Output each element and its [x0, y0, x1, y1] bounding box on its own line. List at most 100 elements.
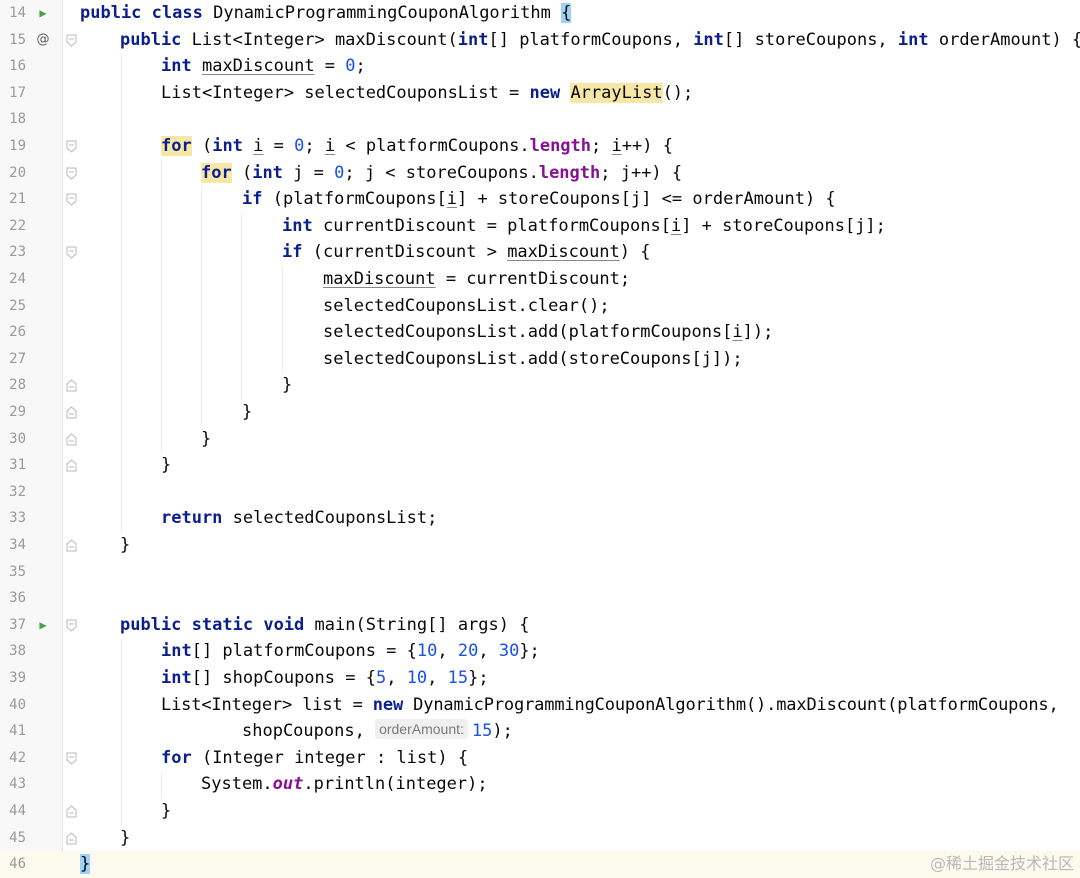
line-number: 41 [9, 723, 26, 740]
code-text: for (Integer integer : list) { [161, 747, 469, 768]
code-line[interactable]: 26 selectedCouponsList.add(platformCoupo… [0, 319, 1080, 346]
line-number: 35 [9, 563, 26, 580]
indent-guide [121, 639, 122, 826]
code-line[interactable]: 17 List<Integer> selectedCouponsList = n… [0, 80, 1080, 107]
fold-open-icon[interactable] [66, 239, 77, 266]
code-text: maxDiscount = currentDiscount; [323, 269, 631, 289]
code-line[interactable]: 33 return selectedCouponsList; [0, 505, 1080, 532]
fold-open-icon[interactable] [66, 745, 77, 772]
fold-close-icon[interactable] [66, 825, 77, 852]
code-line[interactable]: 34 } [0, 532, 1080, 559]
code-text: if (currentDiscount > maxDiscount) { [282, 242, 651, 263]
code-line[interactable]: 24 maxDiscount = currentDiscount; [0, 266, 1080, 293]
code-line[interactable]: 36 [0, 585, 1080, 612]
line-number: 33 [9, 510, 26, 527]
fold-open-icon[interactable] [66, 160, 77, 187]
current-code-line[interactable]: 46 } [0, 851, 1080, 878]
fold-close-icon[interactable] [66, 426, 77, 453]
code-text: } [80, 854, 91, 875]
line-number: 26 [9, 324, 26, 341]
fold-open-icon[interactable] [66, 186, 77, 213]
fold-close-icon[interactable] [66, 452, 77, 479]
line-number: 23 [9, 244, 26, 261]
code-text: int currentDiscount = platformCoupons[i]… [282, 215, 886, 236]
fold-close-icon[interactable] [66, 532, 77, 559]
code-line[interactable]: 29 } [0, 399, 1080, 426]
override-icon[interactable]: @ [36, 31, 50, 47]
line-number: 38 [9, 643, 26, 660]
gutter [0, 0, 62, 878]
code-line[interactable]: 31 } [0, 452, 1080, 479]
code-line[interactable]: 25 selectedCouponsList.clear(); [0, 293, 1080, 320]
fold-close-icon[interactable] [66, 372, 77, 399]
code-line[interactable]: 38 int[] platformCoupons = {10, 20, 30}; [0, 638, 1080, 665]
code-line[interactable]: 35 [0, 559, 1080, 586]
code-text: } [120, 827, 131, 848]
line-number: 17 [9, 84, 26, 101]
indent-guide [161, 160, 162, 453]
code-text: return selectedCouponsList; [161, 508, 438, 529]
line-number: 46 [9, 856, 26, 873]
line-number: 14 [9, 5, 26, 21]
fold-open-icon[interactable] [66, 133, 77, 160]
code-text: for (int i = 0; i < platformCoupons.leng… [161, 136, 673, 156]
code-text: shopCoupons, orderAmount:15); [242, 719, 513, 742]
fold-open-icon[interactable] [66, 612, 77, 639]
fold-open-icon[interactable] [66, 27, 77, 54]
code-line[interactable]: 42 for (Integer integer : list) { [0, 745, 1080, 772]
watermark: @稀土掘金技术社区 [929, 854, 1074, 873]
code-line[interactable]: 40 List<Integer> list = new DynamicProgr… [0, 692, 1080, 719]
code-line[interactable]: 21 if (platformCoupons[i] + storeCoupons… [0, 186, 1080, 213]
line-number: 25 [9, 297, 26, 314]
code-line[interactable]: 28 } [0, 372, 1080, 399]
code-line[interactable]: 20 for (int j = 0; j < storeCoupons.leng… [0, 160, 1080, 187]
line-number: 45 [9, 829, 26, 846]
code-line[interactable]: 32 [0, 479, 1080, 506]
line-number: 39 [9, 670, 26, 686]
code-line[interactable]: 22 int currentDiscount = platformCoupons… [0, 213, 1080, 240]
code-text: } [161, 455, 172, 476]
code-text: int[] platformCoupons = {10, 20, 30}; [161, 641, 540, 662]
code-line[interactable]: 15 @ public List<Integer> maxDiscount(in… [0, 27, 1080, 54]
code-line[interactable]: 23 if (currentDiscount > maxDiscount) { [0, 239, 1080, 266]
code-line[interactable]: 45 } [0, 825, 1080, 852]
code-text: System.out.println(integer); [201, 774, 488, 795]
line-number: 44 [9, 803, 26, 819]
code-line[interactable]: 43 System.out.println(integer); [0, 771, 1080, 798]
line-number: 42 [9, 749, 26, 766]
code-text: selectedCouponsList.add(storeCoupons[j])… [323, 348, 743, 369]
parameter-hint: orderAmount: [375, 719, 468, 740]
line-number: 43 [9, 776, 26, 793]
code-line[interactable]: 37 ▶ public static void main(String[] ar… [0, 612, 1080, 639]
code-line[interactable]: 41 shopCoupons, orderAmount:15); [0, 718, 1080, 745]
indent-guide [121, 53, 122, 533]
indent-guide [201, 186, 202, 426]
code-line[interactable]: 39 int[] shopCoupons = {5, 10, 15}; [0, 665, 1080, 692]
code-line[interactable]: 16 int maxDiscount = 0; [0, 53, 1080, 80]
line-number: 37 [9, 616, 26, 633]
code-line[interactable]: 44 } [0, 798, 1080, 825]
code-text: } [282, 375, 293, 396]
code-text: for (int j = 0; j < storeCoupons.length;… [201, 162, 683, 183]
line-number: 31 [9, 457, 26, 474]
line-number: 20 [9, 164, 26, 181]
fold-close-icon[interactable] [66, 798, 77, 825]
code-line[interactable]: 19 for (int i = 0; i < platformCoupons.l… [0, 133, 1080, 160]
code-text: public List<Integer> maxDiscount(int[] p… [120, 29, 1080, 50]
line-number: 15 [9, 31, 26, 48]
code-text: List<Integer> selectedCouponsList = new … [161, 82, 694, 103]
code-line[interactable]: 27 selectedCouponsList.add(storeCoupons[… [0, 346, 1080, 373]
fold-close-icon[interactable] [66, 399, 77, 426]
line-number: 28 [9, 377, 26, 394]
run-icon[interactable]: ▶ [39, 617, 47, 632]
run-icon[interactable]: ▶ [39, 6, 47, 20]
code-line[interactable]: 18 [0, 106, 1080, 133]
line-number: 30 [9, 430, 26, 447]
code-line[interactable]: 14 ▶ public class DynamicProgrammingCoup… [0, 0, 1080, 27]
code-line[interactable]: 30 } [0, 426, 1080, 453]
code-text: public class DynamicProgrammingCouponAlg… [80, 3, 572, 23]
indent-guide [282, 266, 283, 373]
code-text: int[] shopCoupons = {5, 10, 15}; [161, 668, 489, 688]
code-text: List<Integer> list = new DynamicProgramm… [161, 694, 1059, 715]
